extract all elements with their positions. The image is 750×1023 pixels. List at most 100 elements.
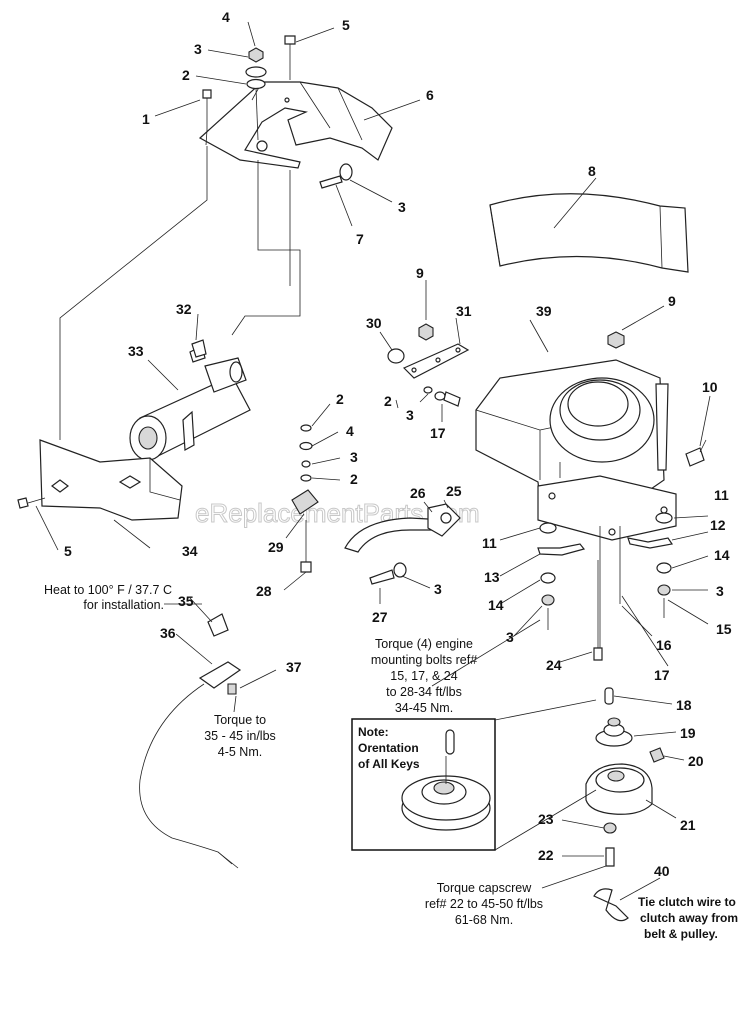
callout-9: 9 [668, 293, 676, 309]
engine [475, 359, 677, 648]
callout-32: 32 [176, 301, 192, 317]
callout-3: 3 [398, 199, 406, 215]
spacer-30 [387, 348, 405, 364]
callout-15: 15 [716, 621, 732, 637]
callout-18: 18 [676, 697, 692, 713]
leader-lines [35, 21, 711, 901]
callout-6: 6 [426, 87, 434, 103]
callout-7: 7 [356, 231, 364, 247]
throttle-cable [139, 661, 242, 869]
pulley-19 [595, 717, 633, 747]
callout-1: 1 [142, 111, 150, 127]
note-tie-line2: clutch away from [640, 911, 738, 925]
note-keys-line3: of All Keys [358, 757, 420, 771]
callout-29: 29 [268, 539, 284, 555]
bolt-17-top [423, 386, 461, 407]
note-tie-clutch: Tie clutch wire to clutch away from belt… [638, 895, 738, 941]
note-tie-line1: Tie clutch wire to [638, 895, 736, 909]
washer-column [291, 424, 319, 573]
callout-12: 12 [710, 517, 726, 533]
callout-3: 3 [716, 583, 724, 599]
callout-3: 3 [194, 41, 202, 57]
note-heat: Heat to 100° F / 37.7 C for installation… [44, 583, 172, 612]
callout-25: 25 [446, 483, 462, 499]
callout-36: 36 [160, 625, 176, 641]
callout-5: 5 [342, 17, 350, 33]
callout-14: 14 [714, 547, 730, 563]
callout-17: 17 [430, 425, 446, 441]
callout-5: 5 [64, 543, 72, 559]
callout-21: 21 [680, 817, 696, 833]
heat-shield-top [198, 81, 393, 169]
callout-11: 11 [482, 535, 497, 551]
callout-16: 16 [656, 637, 672, 653]
callout-30: 30 [366, 315, 382, 331]
callout-11: 11 [714, 487, 729, 503]
bolt-27 [369, 562, 407, 585]
callout-22: 22 [538, 847, 554, 863]
callout-9: 9 [416, 265, 424, 281]
connector-10 [685, 439, 707, 467]
note-engine-torque: Torque (4) engine mounting bolts ref# 15… [371, 637, 477, 715]
note-tie-line3: belt & pulley. [644, 927, 718, 941]
callout-13: 13 [484, 569, 500, 585]
callout-3: 3 [434, 581, 442, 597]
note-cable-line3: 4-5 Nm. [218, 745, 262, 759]
callout-33: 33 [128, 343, 144, 359]
note-engine-line3: 15, 17, & 24 [390, 669, 457, 683]
nut-9-top [418, 323, 434, 341]
callout-26: 26 [410, 485, 426, 501]
fitting-35 [207, 613, 229, 637]
hardware-left [537, 522, 586, 630]
note-heat-line1: Heat to 100° F / 37.7 C [44, 583, 172, 597]
note-heat-line2: for installation. [83, 598, 164, 612]
screw-37 [227, 683, 237, 695]
key-18 [604, 687, 614, 705]
callout-2: 2 [384, 393, 392, 409]
callout-2: 2 [182, 67, 190, 83]
note-cable-torque: Torque to 35 - 45 in/lbs 4-5 Nm. [204, 713, 276, 759]
bolt-5-top [284, 35, 296, 80]
callout-3: 3 [506, 629, 514, 645]
bolt-1 [202, 89, 212, 146]
exhaust-pipe [344, 503, 461, 553]
note-cap-line3: 61-68 Nm. [455, 913, 513, 927]
callout-2: 2 [336, 391, 344, 407]
callout-10: 10 [702, 379, 718, 395]
note-engine-line1: Torque (4) engine [375, 637, 473, 651]
callout-24: 24 [546, 657, 562, 673]
callout-2: 2 [350, 471, 358, 487]
bolt-5-lower [17, 497, 46, 509]
hardware-right [627, 512, 674, 618]
note-cable-line1: Torque to [214, 713, 266, 727]
callout-23: 23 [538, 811, 554, 827]
washers-stack-top [245, 47, 267, 141]
bracket-31 [402, 343, 470, 379]
callout-20: 20 [688, 753, 704, 769]
callout-3: 3 [406, 407, 414, 423]
callout-14: 14 [488, 597, 504, 613]
note-cable-line2: 35 - 45 in/lbs [204, 729, 276, 743]
callout-4: 4 [222, 9, 230, 25]
lower-heat-shield [39, 439, 183, 521]
callout-8: 8 [588, 163, 596, 179]
nut-9-right [607, 331, 625, 349]
note-engine-line5: 34-45 Nm. [395, 701, 453, 715]
callout-4: 4 [346, 423, 354, 439]
capscrew-22 [605, 847, 615, 867]
belt-guard [489, 193, 689, 273]
note-keys-line2: Orentation [358, 741, 419, 755]
callout-34: 34 [182, 543, 198, 559]
bolt-7 [319, 163, 353, 189]
callout-39: 39 [536, 303, 552, 319]
key-20 [649, 747, 665, 763]
clamp-32 [191, 339, 207, 358]
clip-40 [593, 888, 629, 922]
note-engine-line4: to 28-34 ft/lbs [386, 685, 462, 699]
keys-note-box [351, 718, 496, 851]
note-keys-line1: Note: [358, 725, 389, 739]
note-cap-line2: ref# 22 to 45-50 ft/lbs [425, 897, 543, 911]
callout-40: 40 [654, 863, 670, 879]
callouts: 4 5 3 2 1 6 3 7 8 9 9 31 39 30 32 33 10 … [64, 9, 732, 879]
